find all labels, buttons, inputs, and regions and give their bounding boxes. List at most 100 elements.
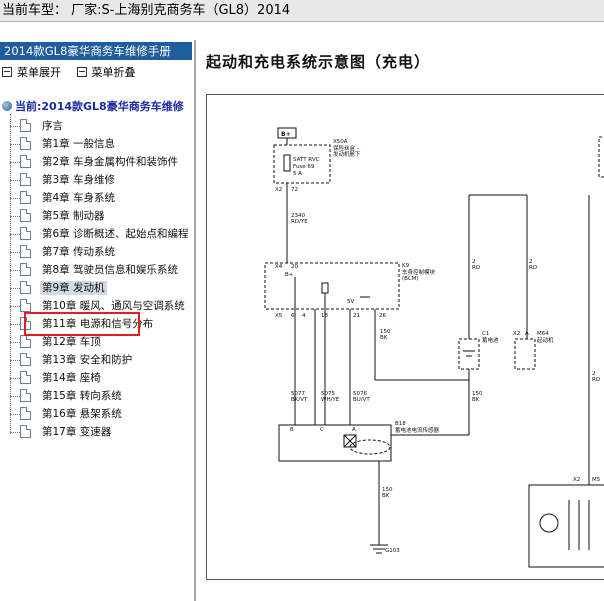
page-icon: [20, 425, 31, 438]
tree-item-label: 第6章 诊断概述、起始点和编程: [42, 228, 189, 240]
page-icon: [20, 317, 31, 330]
expand-menu-button[interactable]: 菜单展开: [2, 64, 61, 80]
tree-toolbar: 菜单展开 菜单折叠: [2, 64, 148, 80]
bcm-5v: 5V: [347, 299, 354, 305]
fuse-symbol: [283, 154, 291, 172]
collapse-icon: [76, 67, 87, 77]
page-icon: [20, 173, 31, 186]
c1-label: C1: [482, 331, 489, 337]
wire-2-b: 2: [529, 259, 533, 265]
pin-20: 20: [291, 264, 298, 270]
tree-item-label: 第3章 车身维修: [42, 174, 116, 186]
pin-18: 18: [321, 313, 328, 319]
expand-icon: [2, 67, 12, 77]
page-icon: [20, 335, 31, 348]
tree-root[interactable]: 当前:2014款GL8豪华商务车维修: [2, 98, 184, 114]
wire-2-a: 2: [472, 259, 476, 265]
page-icon: [20, 353, 31, 366]
collapse-menu-button[interactable]: 菜单折叠: [76, 64, 136, 80]
x50a-desc-1: 保险丝盒 -: [333, 144, 359, 152]
tree-item-label: 第8章 驾驶员信息和娱乐系统: [42, 264, 179, 276]
current-vehicle-label: 当前车型： 厂家:S-上海别克商务车（GL8）2014: [2, 3, 291, 18]
tree-item-label: 第5章 制动器: [42, 210, 105, 222]
wire-2-c: 2: [592, 371, 596, 377]
b18-desc: 蓄电池电流传感器: [395, 426, 440, 434]
page-icon: [20, 245, 31, 258]
bcm-bplus: B+: [285, 272, 294, 278]
generator-m5: [528, 484, 604, 568]
wire-5076-color: BU/VT: [353, 397, 370, 403]
tree-item-label: 第14章 座椅: [42, 372, 101, 384]
k9-desc-2: (BCM): [402, 276, 419, 282]
fuse-id: Fuse 69: [293, 164, 315, 170]
page-icon: [20, 263, 31, 276]
sidebar: 2014款GL8豪华商务车维修手册 菜单展开 菜单折叠 当前:2014款GL8豪…: [0, 40, 196, 601]
page-title: 起动和充电系统示意图（充电）: [206, 53, 431, 71]
battery-current-sensor-b18: [278, 424, 392, 462]
fuse-name: SATT RVC: [293, 157, 320, 163]
page-icon: [20, 119, 31, 132]
manual-title: 2014款GL8豪华商务车维修手册: [4, 44, 171, 58]
tree-item-label: 第13章 安全和防护: [42, 354, 133, 366]
wire-150-a: 150: [380, 329, 391, 335]
page-icon: [20, 371, 31, 384]
tree-connector: [10, 114, 11, 434]
tree-item-label: 第15章 转向系统: [42, 390, 122, 402]
pin-a1: A: [525, 331, 529, 337]
wire-5076: 5076: [353, 391, 367, 397]
x50a-desc-2: 发动机舱下: [333, 150, 361, 158]
x5-label: X5: [275, 313, 283, 319]
x50a-label: X50A: [333, 139, 348, 145]
tree-item-label: 第4章 车身系统: [42, 192, 116, 204]
tree-root-label: 当前:2014款GL8豪华商务车维修: [15, 100, 184, 113]
page-icon: [20, 137, 31, 150]
tree-item-label: 序言: [42, 120, 63, 132]
bplus-label: B+: [281, 131, 291, 138]
page-icon: [20, 281, 31, 294]
wiring-diagram-svg: B+ X50A 保险丝盒 - 发动机舱下 SATT RVC Fuse 69 5 …: [264, 127, 604, 568]
tree-item-label: 第1章 一般信息: [42, 138, 116, 150]
starter-m64: [514, 338, 536, 370]
wire-rd-b: RD: [529, 265, 537, 271]
x2-label-c: X2: [573, 477, 580, 483]
pin-26: 26: [379, 313, 386, 319]
wire-rd-a: RD: [472, 265, 480, 271]
wire-150-c: 150: [472, 391, 483, 397]
page-icon: [20, 227, 31, 240]
tree-item-label: 第10章 暖风、通风与空调系统: [42, 300, 185, 312]
collapse-menu-label: 菜单折叠: [91, 66, 136, 79]
bcm-box-k9: [264, 262, 400, 310]
wire-5075-color: WH/YE: [321, 397, 340, 403]
tree-item-label: 第2章 车身金属构件和装饰件: [42, 156, 179, 168]
g103-label: G103: [385, 548, 400, 554]
m64-desc: 起动机: [537, 336, 554, 344]
wiring-diagram[interactable]: B+ X50A 保险丝盒 - 发动机舱下 SATT RVC Fuse 69 5 …: [206, 94, 604, 580]
page-icon: [20, 407, 31, 420]
page-icon: [20, 389, 31, 402]
fuse-rating: 5 A: [293, 171, 302, 177]
m5-label: M5: [592, 477, 601, 483]
expand-menu-label: 菜单展开: [17, 66, 61, 79]
pin-c: C: [320, 427, 324, 433]
wire-150-b: 150: [382, 487, 393, 493]
wire-2340: 2340: [291, 213, 305, 219]
pin-21: 21: [353, 313, 360, 319]
b18-label: B18: [395, 421, 406, 427]
manual-title-bar[interactable]: 2014款GL8豪华商务车维修手册: [0, 42, 192, 60]
wire-5075: 5075: [321, 391, 335, 397]
page-icon: [20, 209, 31, 222]
pin-4: 4: [302, 313, 306, 319]
page-icon: [20, 191, 31, 204]
globe-icon: [2, 101, 12, 111]
pin-a: A: [352, 427, 356, 433]
wire-5077-color: BK/VT: [291, 397, 308, 403]
pin-72: 72: [291, 187, 298, 193]
pin-6: 6: [291, 313, 295, 319]
page-icon: [20, 155, 31, 168]
page-icon: [20, 299, 31, 312]
tree-item-label: 第17章 变速器: [42, 426, 112, 438]
tree-item-label: 第11章 电源和信号分布: [42, 318, 154, 330]
title-bar: 当前车型： 厂家:S-上海别克商务车（GL8）2014: [0, 0, 604, 22]
x2-label-b: X2: [513, 331, 520, 337]
pin-b: B: [290, 427, 294, 433]
